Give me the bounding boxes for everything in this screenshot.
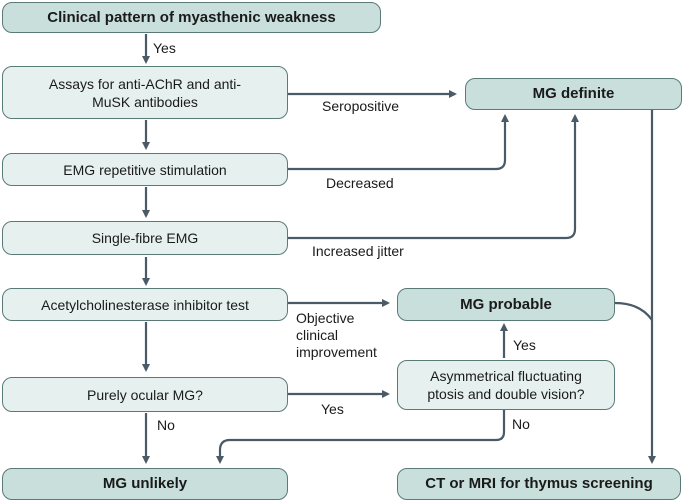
label-decreased: Decreased [326,175,394,191]
start-text: Clinical pattern of myasthenic weakness [47,8,336,26]
ocular-text: Purely ocular MG? [87,386,203,403]
arrow-asym-to-unlikely [216,410,506,464]
emg-box: EMG repetitive stimulation [2,153,288,186]
ocular-box: Purely ocular MG? [2,377,288,412]
probable-text: MG probable [460,295,552,313]
arrow-emg-to-definite [288,114,509,171]
label-yes-top: Yes [153,40,176,56]
asym-box: Asymmetrical fluctuating ptosis and doub… [397,360,615,410]
label-yes-asym: Yes [513,337,536,353]
definite-box: MG definite [465,78,682,110]
sfemg-box: Single-fibre EMG [2,221,288,255]
unlikely-text: MG unlikely [102,475,188,492]
label-no-ocular: No [157,417,175,433]
label-objective: Objective clinical improvement [296,310,377,360]
ct-box: CT or MRI for thymus screening [397,468,681,500]
label-jitter: Increased jitter [312,243,404,259]
start-box: Clinical pattern of myasthenic weakness [2,2,381,33]
assays-box: Assays for anti-AChR and anti-MuSK antib… [2,66,288,119]
assays-text: Assays for anti-AChR and anti-MuSK antib… [48,75,242,110]
label-seropositive: Seropositive [322,98,400,114]
asym-text: Asymmetrical fluctuating ptosis and doub… [427,368,585,402]
probable-box: MG probable [397,288,615,321]
sfemg-text: Single-fibre EMG [91,230,199,246]
ct-text: CT or MRI for thymus screening [425,475,653,492]
arrow-sfemg-to-definite [288,114,579,240]
label-no-asym: No [512,416,530,432]
label-yes-ocular: Yes [321,401,344,417]
emg-text: EMG repetitive stimulation [63,161,227,178]
line-probable-to-ct [614,301,653,321]
unlikely-box: MG unlikely [2,468,288,500]
definite-text: MG definite [532,85,615,102]
ache-box: Acetylcholinesterase inhibitor test [2,288,288,321]
ache-text: Acetylcholinesterase inhibitor test [41,296,249,313]
